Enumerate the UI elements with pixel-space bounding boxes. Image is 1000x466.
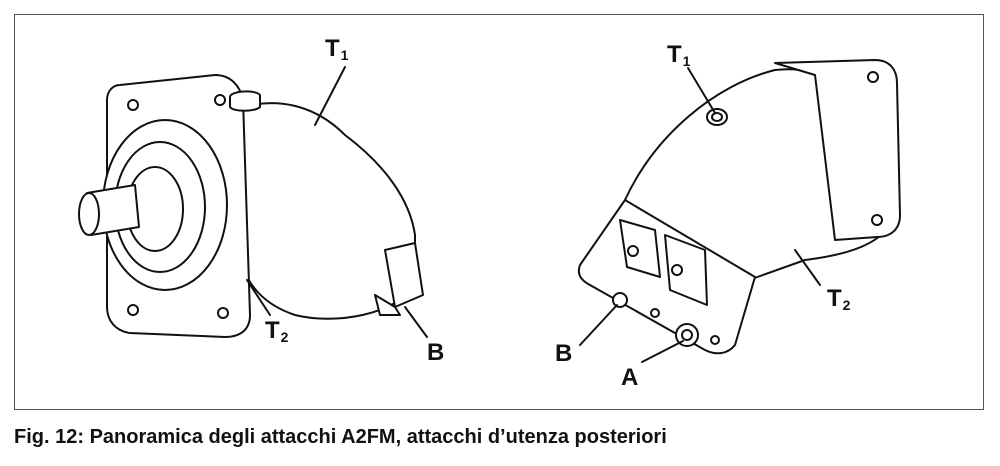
label-left-t2: T2 (265, 317, 289, 345)
label-right-a: A (621, 364, 639, 391)
figure-caption: Fig. 12: Panoramica degli attacchi A2FM,… (14, 426, 667, 448)
right-motor-drawing (577, 59, 901, 355)
label-left-b: B (427, 339, 445, 366)
label-left-t1: T1 (325, 35, 349, 63)
left-motor-drawing (78, 74, 424, 338)
motor-illustration (78, 59, 901, 363)
figure-frame: T1 T2 B T1 T2 B A (14, 14, 984, 410)
label-right-t1: T1 (667, 41, 691, 69)
label-right-b: B (555, 340, 573, 367)
label-right-t2: T2 (827, 285, 851, 313)
